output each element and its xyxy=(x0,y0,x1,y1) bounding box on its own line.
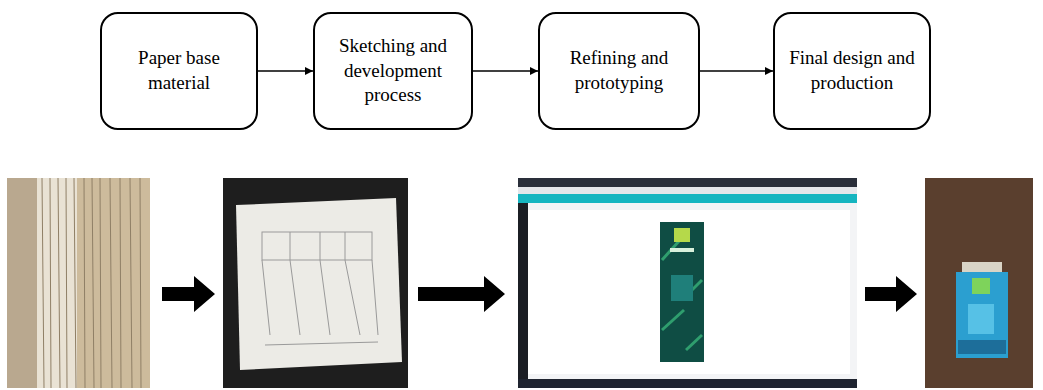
flow-connector xyxy=(258,70,313,72)
flow-arrow xyxy=(865,276,917,312)
process-box: Final design and production xyxy=(773,12,931,130)
box-label: Refining and prototyping xyxy=(548,46,690,95)
photo-ground xyxy=(223,178,408,388)
sketch-lines xyxy=(262,232,378,345)
flow-connector xyxy=(473,70,538,72)
shadow-area xyxy=(7,178,37,388)
browser-tabs xyxy=(518,178,857,187)
board-edge xyxy=(37,178,77,388)
process-box: Refining and prototyping xyxy=(538,12,700,130)
board-lines xyxy=(42,178,141,388)
address-bar xyxy=(518,187,857,194)
photo-ground xyxy=(925,178,1033,388)
process-box: Paper base material xyxy=(100,12,258,130)
package-window xyxy=(968,304,994,334)
logo-mark xyxy=(674,228,690,242)
cardboard-photo xyxy=(7,178,150,388)
toolbar xyxy=(518,194,857,203)
task-bar xyxy=(518,379,857,388)
package-base xyxy=(958,340,1006,354)
package-photo xyxy=(925,178,1033,388)
screenshot-photo xyxy=(518,178,857,388)
flow-arrow xyxy=(418,276,505,312)
box-label: Final design and production xyxy=(783,46,921,95)
package-logo xyxy=(972,278,990,294)
paper-sheet xyxy=(236,198,402,370)
process-box: Sketching and development process xyxy=(313,12,473,130)
sketch-photo xyxy=(223,178,408,388)
leaf-pattern xyxy=(662,240,702,350)
window-area xyxy=(671,275,693,301)
photo-ground xyxy=(7,178,150,388)
design-page xyxy=(660,222,704,362)
board-edge xyxy=(77,178,150,388)
box-label: Paper base material xyxy=(110,46,248,95)
window-ground xyxy=(518,178,857,388)
side-bar xyxy=(518,203,528,379)
title-bar xyxy=(670,248,694,252)
flow-connector xyxy=(700,70,773,72)
flow-arrow xyxy=(162,276,215,312)
package-box xyxy=(956,272,1008,358)
canvas-area xyxy=(528,210,850,374)
box-label: Sketching and development process xyxy=(323,34,463,108)
